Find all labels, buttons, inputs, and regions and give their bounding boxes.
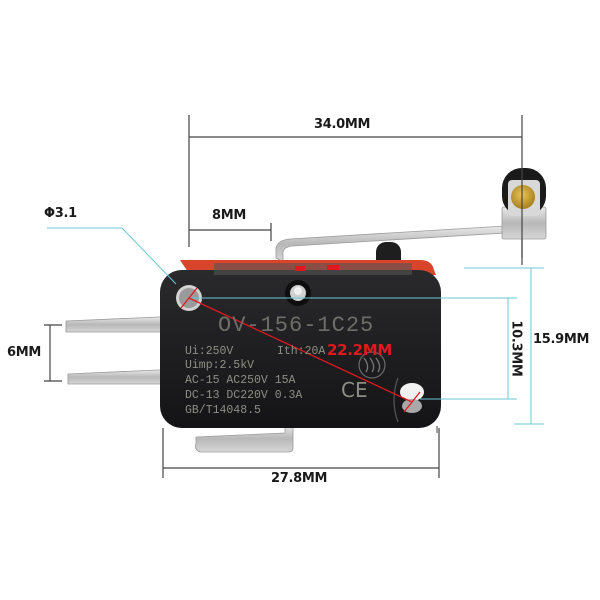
model-number: OV-156-1C25 bbox=[218, 313, 375, 338]
dim-vertical-refs bbox=[189, 267, 544, 425]
ce-mark: CE bbox=[341, 378, 368, 402]
label-body-length: 27.8MM bbox=[271, 471, 328, 486]
label-body-height: 15.9MM bbox=[533, 332, 590, 347]
terminal-bottom bbox=[195, 424, 294, 453]
label-overall-length: 34.0MM bbox=[314, 117, 371, 132]
spec-uimp: Uimp:2.5kV bbox=[185, 359, 255, 372]
roller-lever bbox=[275, 168, 547, 270]
spec-ac15: AC-15 AC250V 15A bbox=[185, 374, 296, 387]
dim-body-length bbox=[162, 428, 440, 478]
spec-ith: Ith:20A bbox=[277, 345, 326, 358]
roller-wheel bbox=[502, 168, 546, 216]
dim-lever-offset bbox=[189, 223, 272, 241]
dim-hole-diameter-leader bbox=[47, 227, 177, 285]
spec-ui: Ui:250V bbox=[185, 345, 234, 358]
spec-standard: GB/T14048.5 bbox=[185, 404, 261, 417]
label-hole-diameter: Φ3.1 bbox=[44, 206, 77, 221]
label-hole-vertical: 10.3MM bbox=[508, 320, 524, 377]
dim-hole-spacing bbox=[180, 287, 421, 413]
label-terminal-spacing: 6MM bbox=[7, 345, 42, 360]
label-lever-offset: 8MM bbox=[212, 208, 247, 223]
spec-dc13: DC-13 DC220V 0.3A bbox=[185, 389, 303, 402]
label-hole-spacing: 22.2MM bbox=[327, 341, 393, 359]
dim-terminal-spacing bbox=[44, 324, 62, 382]
terminals-left bbox=[65, 316, 166, 385]
